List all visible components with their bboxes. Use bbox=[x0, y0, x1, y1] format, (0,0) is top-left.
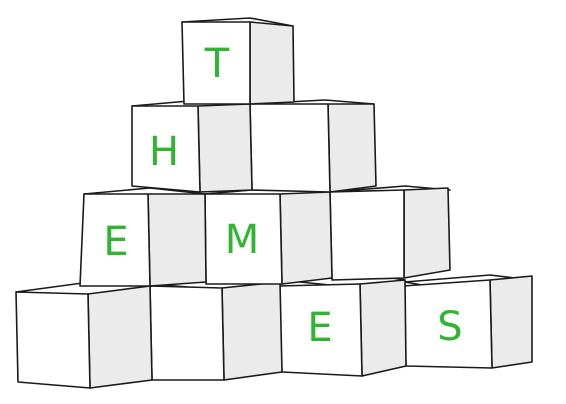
block-m: M bbox=[204, 187, 333, 285]
block-blank-row3 bbox=[329, 185, 451, 281]
letter-s: S bbox=[437, 304, 462, 350]
block-blank-bottom-1 bbox=[15, 281, 153, 389]
block-h: H bbox=[131, 99, 253, 193]
letter-e-top: E bbox=[103, 219, 128, 265]
letter-m: M bbox=[225, 217, 260, 263]
block-blank-bottom-2 bbox=[149, 275, 283, 381]
letter-h: H bbox=[149, 129, 179, 175]
block-t: T bbox=[181, 17, 295, 105]
block-s: S bbox=[402, 274, 533, 369]
letter-e-bottom: E bbox=[307, 305, 332, 351]
block-e-bottom: E bbox=[277, 271, 407, 377]
letter-t: T bbox=[204, 41, 230, 87]
block-blank-row2 bbox=[249, 99, 377, 193]
block-e-top: E bbox=[79, 187, 207, 287]
